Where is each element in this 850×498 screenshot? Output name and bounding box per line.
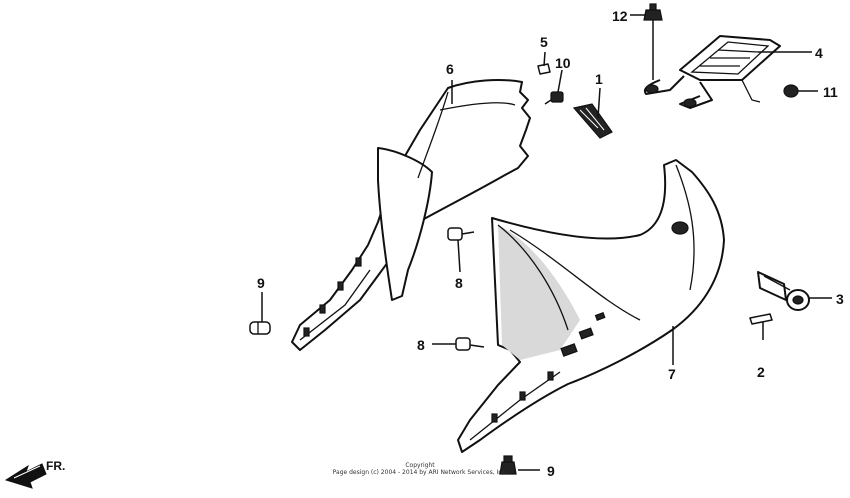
part-8-screw-lower[interactable] (455, 337, 485, 351)
part-3-lock[interactable] (757, 271, 810, 311)
arrow-left-icon (4, 463, 47, 489)
part-1-emblem[interactable] (572, 103, 613, 139)
callout-10: 10 (555, 55, 571, 71)
callout-3: 3 (836, 291, 844, 307)
callout-6: 6 (446, 61, 454, 77)
part-4-rear-carrier[interactable] (644, 35, 781, 109)
callout-11: 11 (823, 84, 838, 100)
part-11-cap-nut[interactable] (783, 84, 799, 98)
callout-1: 1 (595, 71, 603, 87)
front-direction-arrow: FR. (4, 459, 65, 489)
part-2-lock-clip[interactable] (749, 313, 773, 325)
part-10-screw[interactable] (544, 91, 564, 105)
copyright-line-1: Copyright (405, 462, 435, 469)
copyright-notice: Copyright Page design (c) 2004 - 2014 by… (330, 462, 510, 476)
front-label: FR. (46, 459, 65, 473)
callout-5: 5 (540, 34, 548, 50)
callout-8-lower: 8 (417, 337, 425, 353)
callout-8-upper: 8 (455, 275, 463, 291)
part-12-bolt[interactable] (643, 3, 663, 21)
copyright-line-2: Page design (c) 2004 - 2014 by ARI Netwo… (332, 469, 508, 476)
part-8-screw-upper[interactable] (447, 227, 475, 241)
callout-9-left: 9 (257, 275, 265, 291)
leader-lines (261, 14, 832, 471)
part-9-grommet-bottom[interactable] (499, 455, 517, 475)
callout-2: 2 (757, 364, 765, 380)
callout-7: 7 (668, 366, 676, 382)
callout-9-bottom: 9 (547, 463, 555, 479)
callout-12: 12 (612, 8, 628, 24)
part-7-body-cover[interactable] (457, 159, 725, 453)
part-6-side-cover-left[interactable] (291, 79, 531, 351)
part-9-grommet-left[interactable] (249, 321, 271, 335)
callout-4: 4 (815, 45, 823, 61)
